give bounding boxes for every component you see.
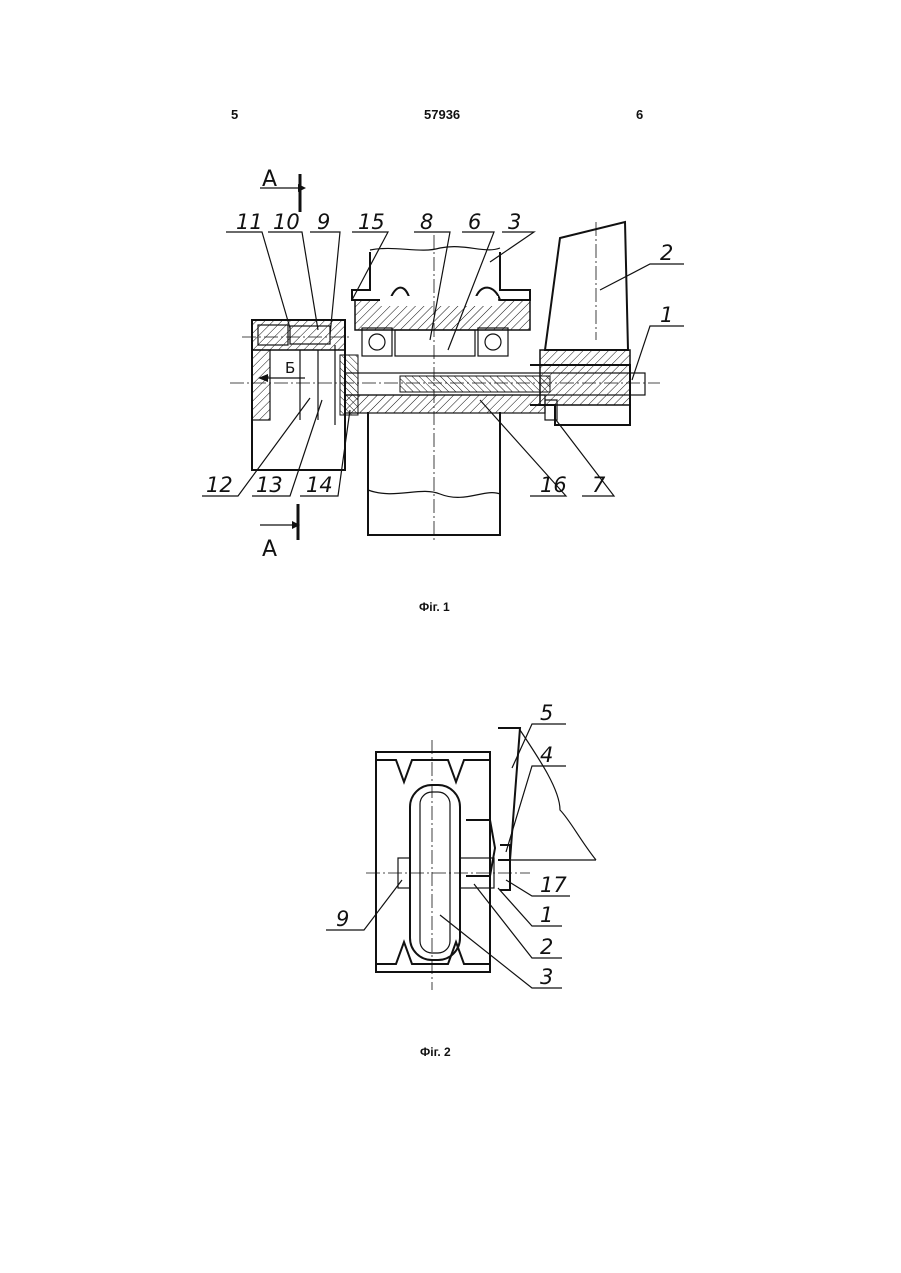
- callout-13: 13: [256, 473, 283, 497]
- callout-4: 4: [540, 743, 553, 767]
- figure-1-drawing: А А: [202, 167, 684, 562]
- callout-5: 5: [540, 701, 553, 725]
- callout-15: 15: [358, 210, 385, 234]
- figure-2-drawing: 5 4 17 9 1 2 3: [326, 701, 596, 990]
- figure-2-callouts: 5 4 17 9 1 2 3: [336, 701, 567, 989]
- callout-14: 14: [306, 473, 333, 497]
- callout-11: 11: [236, 210, 263, 234]
- callout-16: 16: [540, 473, 567, 497]
- callout-9: 9: [317, 210, 330, 234]
- callout-12: 12: [206, 473, 233, 497]
- section-marker-bottom: А: [262, 537, 277, 562]
- callout-1: 1: [540, 903, 553, 927]
- callout-3: 3: [540, 965, 553, 989]
- callout-8: 8: [420, 210, 433, 234]
- callout-9: 9: [336, 907, 349, 931]
- figure-1-caption: Фіг. 1: [419, 600, 450, 614]
- callout-17: 17: [540, 873, 567, 897]
- callout-10: 10: [273, 210, 300, 234]
- callout-3: 3: [508, 210, 521, 234]
- callout-6: 6: [468, 210, 481, 234]
- callout-1: 1: [660, 303, 673, 327]
- view-arrow-label: Б: [285, 359, 295, 377]
- callout-2: 2: [540, 935, 553, 959]
- callout-2: 2: [660, 241, 673, 265]
- figure-2-caption: Фіг. 2: [420, 1045, 451, 1059]
